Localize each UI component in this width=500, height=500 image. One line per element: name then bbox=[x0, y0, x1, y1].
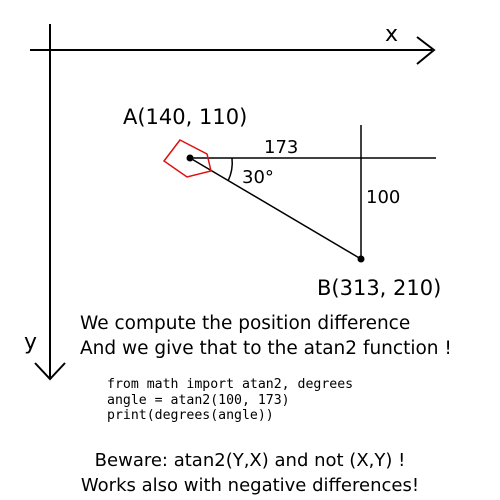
dy-label: 100 bbox=[366, 187, 400, 208]
angle-arc bbox=[227, 157, 233, 182]
x-axis-arrowhead bbox=[416, 36, 436, 65]
line-a-to-b bbox=[189, 157, 362, 260]
point-b-marker bbox=[357, 255, 365, 263]
point-b-label: B(313, 210) bbox=[317, 276, 441, 300]
explanation-line-2: And we give that to the atan2 function ! bbox=[80, 338, 452, 359]
point-a-marker bbox=[186, 154, 194, 162]
dx-label: 173 bbox=[264, 137, 298, 158]
code-line-2: angle = atan2(100, 173) bbox=[107, 392, 290, 408]
warning-text: Beware: atan2(Y,X) and not (X,Y) ! Works… bbox=[0, 448, 500, 498]
warning-line-1: Beware: atan2(Y,X) and not (X,Y) ! bbox=[94, 450, 406, 471]
point-a-label: A(140, 110) bbox=[123, 105, 247, 129]
code-line-1: from math import atan2, degrees bbox=[107, 377, 354, 392]
y-axis-label: y bbox=[24, 330, 37, 355]
code-snippet: from math import atan2, degrees angle = … bbox=[107, 377, 353, 424]
explanation-text: We compute the position difference And w… bbox=[80, 311, 452, 361]
code-line-3: print(degrees(angle)) bbox=[107, 408, 274, 423]
warning-line-2: Works also with negative differences! bbox=[80, 475, 420, 496]
explanation-line-1: We compute the position difference bbox=[80, 313, 411, 334]
x-axis-label: x bbox=[385, 22, 398, 47]
pentagon-agent-icon bbox=[162, 139, 212, 178]
angle-label: 30° bbox=[242, 167, 274, 188]
y-axis-arrowhead bbox=[34, 362, 66, 381]
